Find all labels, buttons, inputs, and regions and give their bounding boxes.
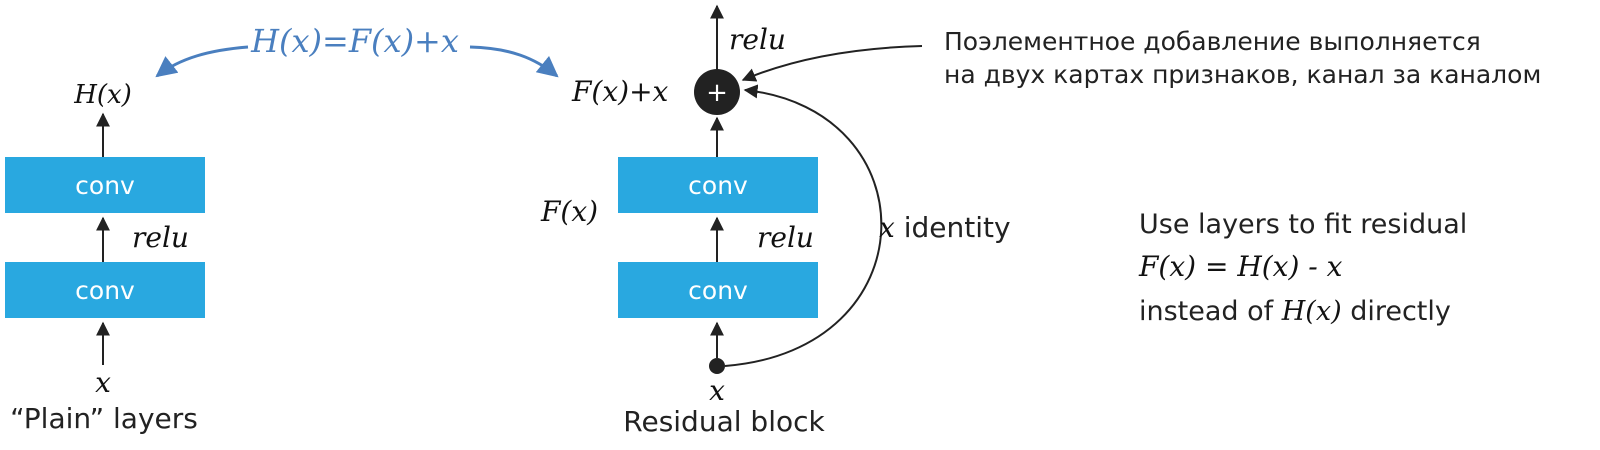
identity-var: x [879, 211, 895, 244]
residual-input-label: x [709, 374, 725, 407]
note-line-1: Use layers to fit residual [1139, 209, 1467, 240]
residual-note: Use layers to fit residual F(x) = H(x) -… [1138, 209, 1467, 327]
annotation-arrow [741, 45, 923, 82]
residual-sum-label: F(x)+x [571, 75, 669, 108]
note-line-3: instead of H(x) directly [1139, 296, 1451, 327]
residual-relu-label: relu [757, 221, 814, 254]
note-line-3-suffix: directly [1342, 296, 1451, 327]
blue-arrow-right [469, 45, 559, 78]
residual-block: relu F(x)+x + conv F(x) relu conv x Resi… [540, 4, 1011, 438]
plain-layers: H(x) conv relu conv x “Plain” layers [5, 80, 205, 435]
plain-conv-top [5, 157, 205, 213]
residual-conv-bottom-label: conv [688, 276, 748, 305]
plain-conv-bottom [5, 262, 205, 318]
plus-symbol: + [706, 78, 728, 108]
residual-fx-label: F(x) [540, 195, 598, 228]
residual-conv-top-label: conv [688, 171, 748, 200]
residual-output-relu: relu [729, 23, 786, 56]
top-formula: H(x)=F(x)+x [250, 22, 459, 60]
note-line-3-prefix: instead of [1139, 296, 1282, 327]
plain-input-label: x [95, 366, 111, 399]
annotation-line-1: Поэлементное добавление выполняется [944, 27, 1481, 56]
input-split-node [709, 358, 725, 374]
note-line-3-math: H(x) [1281, 296, 1342, 327]
plain-relu-label: relu [132, 221, 189, 254]
plain-conv-top-label: conv [75, 171, 135, 200]
residual-caption: Residual block [623, 405, 825, 438]
note-line-2: F(x) = H(x) - x [1138, 250, 1343, 283]
identity-text: identity [895, 211, 1011, 244]
identity-shortcut-arrow [724, 84, 883, 367]
plain-conv-bottom-label: conv [75, 276, 135, 305]
residual-conv-bottom [618, 262, 818, 318]
annotation-line-2: на двух картах признаков, канал за канал… [944, 60, 1541, 89]
residual-conv-top [618, 157, 818, 213]
plain-output-label: H(x) [73, 80, 132, 110]
elementwise-annotation: Поэлементное добавление выполняется на д… [741, 27, 1541, 89]
plain-caption: “Plain” layers [10, 402, 198, 435]
blue-arrow-left [155, 45, 249, 78]
elementwise-add-node [694, 69, 740, 115]
identity-label: x identity [879, 211, 1011, 244]
